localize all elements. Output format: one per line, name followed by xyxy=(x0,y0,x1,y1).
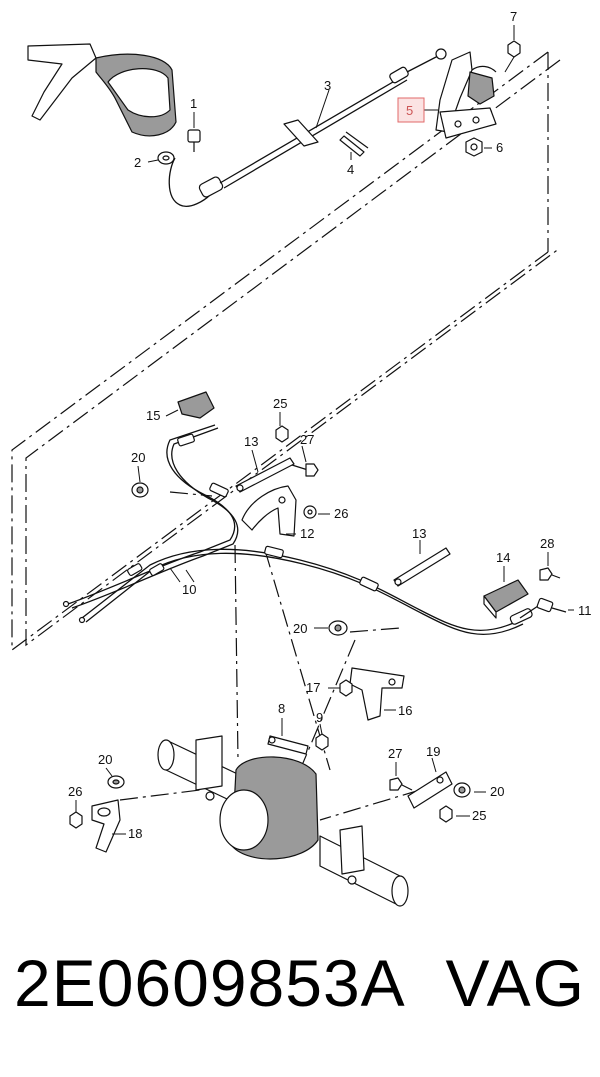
clip-4 xyxy=(339,131,369,157)
callout-17: 17 xyxy=(306,680,320,695)
clip-20-d xyxy=(453,782,471,798)
callout-4: 4 xyxy=(347,162,354,177)
callout-28: 28 xyxy=(540,536,554,551)
callout-20-b: 20 xyxy=(293,621,307,636)
callout-25-lower: 25 xyxy=(472,808,486,823)
bolt-27-upper xyxy=(291,463,319,477)
upper-enclosure-lines xyxy=(11,51,561,771)
callout-13-lower: 13 xyxy=(412,526,426,541)
callout-26-upper: 26 xyxy=(334,506,348,521)
rear-cables-10 xyxy=(62,424,539,636)
bolt-28 xyxy=(539,567,561,581)
callout-12: 12 xyxy=(300,526,314,541)
clip-2 xyxy=(157,151,175,165)
callout-5-highlight xyxy=(397,97,425,123)
callout-13-upper: 13 xyxy=(244,434,258,449)
callout-26-lower: 26 xyxy=(68,784,82,799)
nut-17 xyxy=(339,679,353,697)
callout-20-c: 20 xyxy=(98,752,112,767)
nut-9 xyxy=(315,733,329,751)
callout-5: 5 xyxy=(406,103,413,118)
bracket-18 xyxy=(91,799,121,853)
callout-25-upper: 25 xyxy=(273,396,287,411)
callout-labels: 1 2 3 4 5 6 7 15 25 13 27 20 26 12 13 14… xyxy=(68,9,592,841)
nut-6 xyxy=(465,137,483,157)
callout-16: 16 xyxy=(398,703,412,718)
bracket-13-upper xyxy=(235,457,295,493)
handbrake-lever xyxy=(27,43,177,137)
rear-axle xyxy=(157,735,409,907)
callout-27-upper: 27 xyxy=(300,432,314,447)
callout-9: 9 xyxy=(316,710,323,725)
bolt-1 xyxy=(187,129,201,152)
callout-2: 2 xyxy=(134,155,141,170)
callout-15: 15 xyxy=(146,408,160,423)
holder-14 xyxy=(483,579,529,619)
sensor-11 xyxy=(536,597,567,613)
bracket-16 xyxy=(349,667,405,721)
callout-14: 14 xyxy=(496,550,510,565)
callout-27-lower: 27 xyxy=(388,746,402,761)
callout-8: 8 xyxy=(278,701,285,716)
lower-connector-lines xyxy=(119,491,421,821)
clip-20-c xyxy=(107,775,125,789)
nut-26-lower xyxy=(69,811,83,829)
bracket-12 xyxy=(241,485,297,537)
callout-18: 18 xyxy=(128,826,142,841)
nut-25-lower xyxy=(439,805,453,823)
callout-20-a: 20 xyxy=(131,450,145,465)
bolt-27-lower xyxy=(389,777,413,791)
bracket-13-lower xyxy=(393,547,451,587)
bracket-19 xyxy=(407,771,453,809)
brand-label: VAG xyxy=(445,946,586,1020)
clip-20-a xyxy=(131,482,149,498)
callout-19: 19 xyxy=(426,744,440,759)
cable-3 xyxy=(168,48,447,207)
nut-25-upper xyxy=(275,425,289,443)
leader-lines xyxy=(75,25,574,835)
callout-10: 10 xyxy=(182,582,196,597)
bracket-15 xyxy=(177,391,215,419)
parts-diagram: 1 2 3 4 5 6 7 15 25 13 27 20 26 12 13 14… xyxy=(11,9,592,907)
part-number: 2E0609853A xyxy=(14,946,406,1020)
equalizer-assembly-5 xyxy=(435,51,497,139)
bracket-8 xyxy=(267,735,309,755)
callout-11: 11 xyxy=(578,603,592,618)
callout-6: 6 xyxy=(496,140,503,155)
nut-7 xyxy=(504,40,521,73)
callout-20-d: 20 xyxy=(490,784,504,799)
clip-20-b xyxy=(328,620,348,636)
callout-1: 1 xyxy=(190,96,197,111)
nut-26-upper xyxy=(303,505,317,519)
callout-7: 7 xyxy=(510,9,517,24)
callout-3: 3 xyxy=(324,78,331,93)
